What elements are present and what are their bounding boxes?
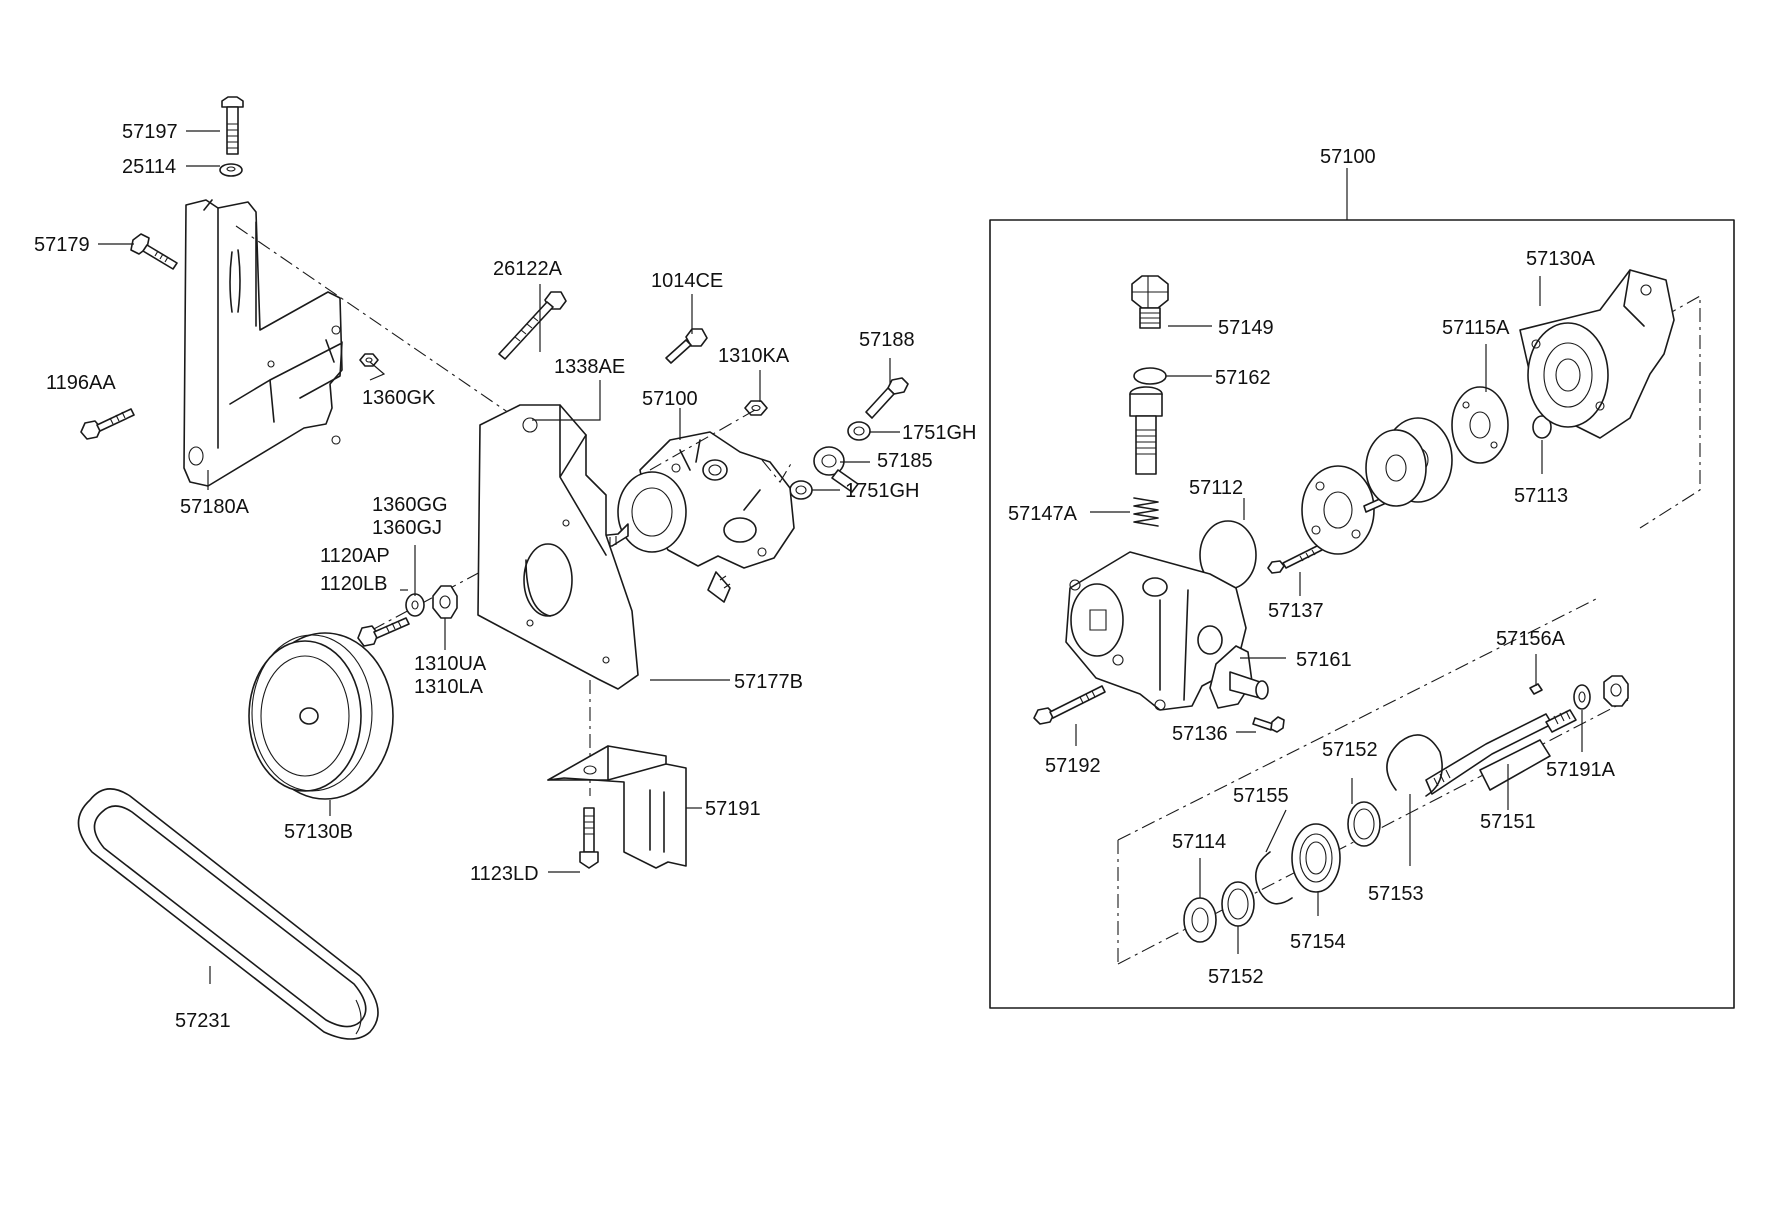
pump-57100-drawing [591, 431, 795, 603]
rear-cover-57130A-drawing [1519, 269, 1675, 439]
bearing-57154-drawing [1291, 823, 1341, 893]
label-57188: 57188 [859, 329, 915, 351]
bolt-26122A-drawing [498, 291, 567, 360]
label-57192: 57192 [1045, 755, 1101, 777]
banjo-fitting-57185-drawing [789, 421, 871, 500]
label-57152-top: 57152 [1322, 739, 1378, 761]
bolt-57192-drawing [1033, 685, 1106, 725]
label-57151: 57151 [1480, 811, 1536, 833]
washer-57191A-drawing [1573, 684, 1591, 710]
label-1196AA: 1196AA [46, 372, 116, 394]
bolt-57197-drawing [221, 96, 244, 155]
label-57191A: 57191A [1546, 759, 1616, 781]
ring-57152-top-drawing [1347, 801, 1381, 847]
label-57130B: 57130B [284, 821, 353, 843]
label-57180A: 57180A [180, 496, 250, 518]
bolt-57179-drawing [130, 233, 178, 270]
label-57114: 57114 [1172, 831, 1226, 853]
label-57113: 57113 [1514, 485, 1568, 507]
label-1123LD: 1123LD [470, 863, 539, 885]
bolt-1014CE-drawing [665, 328, 708, 364]
bolt-1196AA-drawing [80, 408, 135, 440]
rotor-drawing [1365, 417, 1453, 507]
label-57147A: 57147A [1008, 503, 1078, 525]
bracket-57191-drawing [547, 745, 687, 869]
alignment-lines-left [235, 225, 793, 796]
label-57231: 57231 [175, 1010, 231, 1032]
label-25114: 25114 [122, 156, 176, 178]
label-1360GK: 1360GK [362, 387, 436, 409]
plate-57115A-drawing [1451, 386, 1509, 464]
o-ring-57113-drawing [1532, 415, 1552, 439]
label-57185: 57185 [877, 450, 933, 472]
snap-ring-57155-drawing [1254, 851, 1293, 905]
pump-body-drawing [1065, 551, 1247, 711]
key-57156A-drawing [1529, 683, 1543, 695]
part-labels: 57197 25114 57179 1196AA 57180A 1360GK 2… [34, 121, 1616, 1032]
label-1360GG: 1360GG [372, 494, 448, 516]
label-1014CE: 1014CE [651, 270, 723, 292]
label-57115A: 57115A [1442, 317, 1510, 339]
fitting-57161-drawing [1209, 645, 1269, 709]
label-57162: 57162 [1215, 367, 1271, 389]
bolt-1120AP-drawing [357, 617, 410, 647]
label-26122A: 26122A [493, 258, 563, 280]
valve-57147A-drawing [1129, 386, 1163, 527]
seal-57114-drawing [1183, 897, 1217, 943]
washer-1360GG-drawing [405, 593, 425, 617]
label-57191: 57191 [705, 798, 761, 820]
label-1360GJ: 1360GJ [372, 517, 442, 539]
label-57136: 57136 [1172, 723, 1228, 745]
label-57154: 57154 [1290, 931, 1346, 953]
ring-57152-bottom-inner [1227, 888, 1249, 920]
label-57149: 57149 [1218, 317, 1274, 339]
label-57137: 57137 [1268, 600, 1324, 622]
bracket-57180A-drawing [183, 199, 343, 487]
bolt-1123LD-drawing [579, 807, 599, 869]
label-57130A: 57130A [1526, 248, 1596, 270]
label-1310UA: 1310UA [414, 653, 487, 675]
snap-ring-57153-drawing [1386, 734, 1443, 797]
label-1310KA: 1310KA [718, 345, 790, 367]
label-1338AE: 1338AE [554, 356, 625, 378]
label-1751GH-top: 1751GH [902, 422, 977, 444]
bracket-57177B-drawing [477, 404, 639, 690]
label-57197: 57197 [122, 121, 178, 143]
shaft-57151-drawing [1425, 709, 1577, 795]
label-57161: 57161 [1296, 649, 1352, 671]
label-57100-left: 57100 [642, 388, 698, 410]
plug-57149-drawing [1131, 275, 1169, 329]
label-57179: 57179 [34, 234, 90, 256]
pulley-57130B-drawing [248, 632, 394, 800]
nut-1360GK-drawing [359, 353, 379, 367]
leader-lines [98, 130, 1583, 984]
label-57177B: 57177B [734, 671, 803, 693]
label-57153: 57153 [1368, 883, 1424, 905]
bolt-57137-drawing [1267, 544, 1323, 574]
nut-1310UA-drawing [432, 585, 458, 619]
label-1120AP: 1120AP [320, 545, 390, 567]
label-57112: 57112 [1189, 477, 1243, 499]
label-1120LB: 1120LB [320, 573, 387, 595]
label-57155: 57155 [1233, 785, 1289, 807]
nut-57191A-drawing [1603, 675, 1629, 707]
ring-57152-top-inner [1353, 808, 1375, 840]
washer-25114-drawing [219, 163, 243, 177]
drive-belt-57231-drawing [77, 788, 379, 1040]
label-1310LA: 1310LA [414, 676, 484, 698]
label-57152-bottom: 57152 [1208, 966, 1264, 988]
screw-57136-drawing [1252, 716, 1285, 733]
bolt-57188-drawing [865, 377, 909, 419]
nut-1310KA-drawing [744, 400, 768, 416]
label-57156A: 57156A [1496, 628, 1566, 650]
label-57100-box: 57100 [1320, 146, 1376, 168]
o-ring-57162-drawing [1133, 367, 1167, 385]
label-1751GH-bottom: 1751GH [845, 480, 920, 502]
